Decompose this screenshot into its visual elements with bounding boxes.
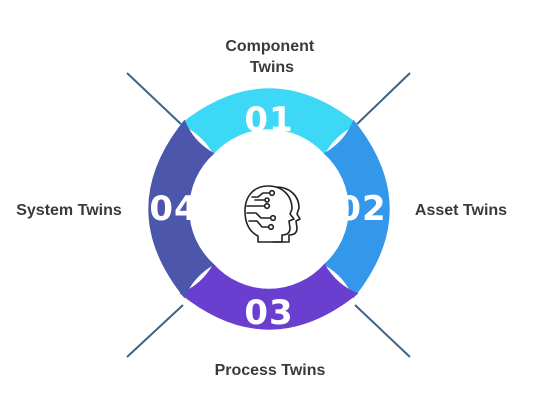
connector-line-top-right — [354, 72, 411, 127]
segment-04-label: System Twins — [16, 202, 122, 219]
segment-01-number: 01 — [244, 100, 293, 140]
segment-02-number: 02 — [337, 189, 386, 229]
ring-segments — [148, 88, 390, 330]
segment-03-label: Process Twins — [215, 362, 326, 379]
segment-03[interactable] — [179, 263, 359, 330]
segment-04-number: 04 — [149, 189, 198, 229]
segment-01-label-line-2: Twins — [250, 59, 294, 76]
segment-02-label: Asset Twins — [415, 202, 507, 219]
segment-01-label: Component Twins — [225, 38, 318, 76]
segment-04[interactable] — [148, 119, 215, 299]
segment-02[interactable] — [323, 119, 390, 299]
segment-01-label-line-1: Component — [225, 38, 315, 55]
ai-head-icon — [244, 185, 301, 243]
connector-line-bottom-left — [126, 304, 184, 358]
connector-line-bottom-right — [354, 304, 411, 358]
segment-03-number: 03 — [244, 293, 293, 333]
segment-01[interactable] — [179, 88, 359, 155]
connector-line-top-left — [126, 72, 184, 127]
